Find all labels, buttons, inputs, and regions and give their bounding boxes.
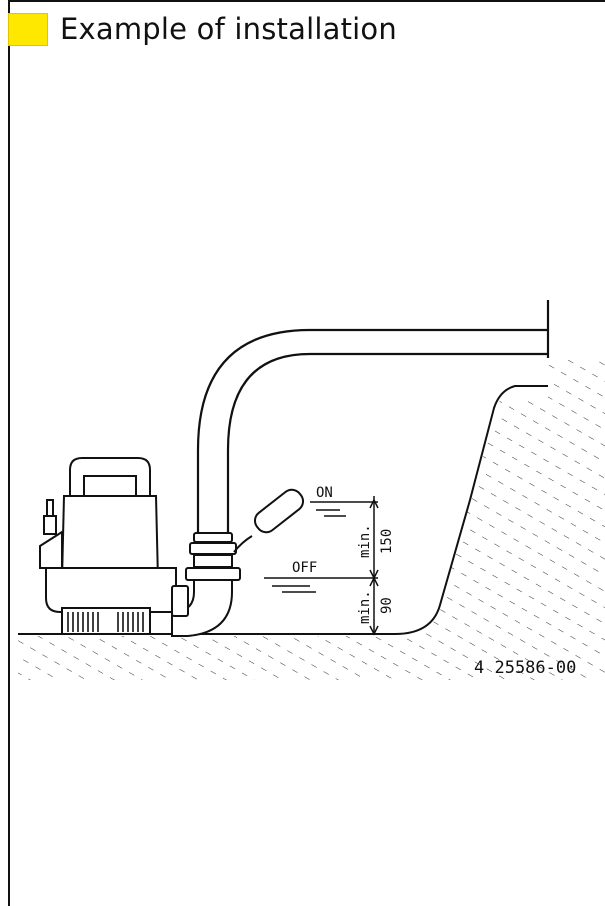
- pipe-elbow: [171, 579, 233, 637]
- dim-lower-prefix: min.: [357, 590, 373, 624]
- section-title: Example of installation: [60, 12, 397, 46]
- dim-upper-prefix: min.: [357, 524, 373, 558]
- pit-outline: [18, 385, 548, 635]
- level-off-label: OFF: [292, 560, 317, 576]
- submersible-pump: [39, 457, 189, 635]
- page-frame: [8, 0, 605, 906]
- dimension-line: [369, 496, 379, 636]
- level-on-label: ON: [316, 485, 333, 501]
- ground-hatching: [18, 360, 605, 680]
- section-header: Example of installation: [8, 0, 605, 46]
- section-marker-swatch: [8, 13, 48, 46]
- pipe-coupling: [185, 532, 241, 581]
- figure-number: 4 25586-00: [474, 658, 576, 678]
- water-level-on: [310, 501, 378, 517]
- header-rule: [8, 0, 605, 2]
- float-switch: [233, 488, 305, 553]
- dim-upper-value: 150: [379, 529, 395, 554]
- pump-strainer-slots: [67, 612, 144, 632]
- water-level-off: [264, 577, 378, 593]
- discharge-pipe: [196, 300, 550, 536]
- dim-lower-value: 90: [379, 597, 395, 614]
